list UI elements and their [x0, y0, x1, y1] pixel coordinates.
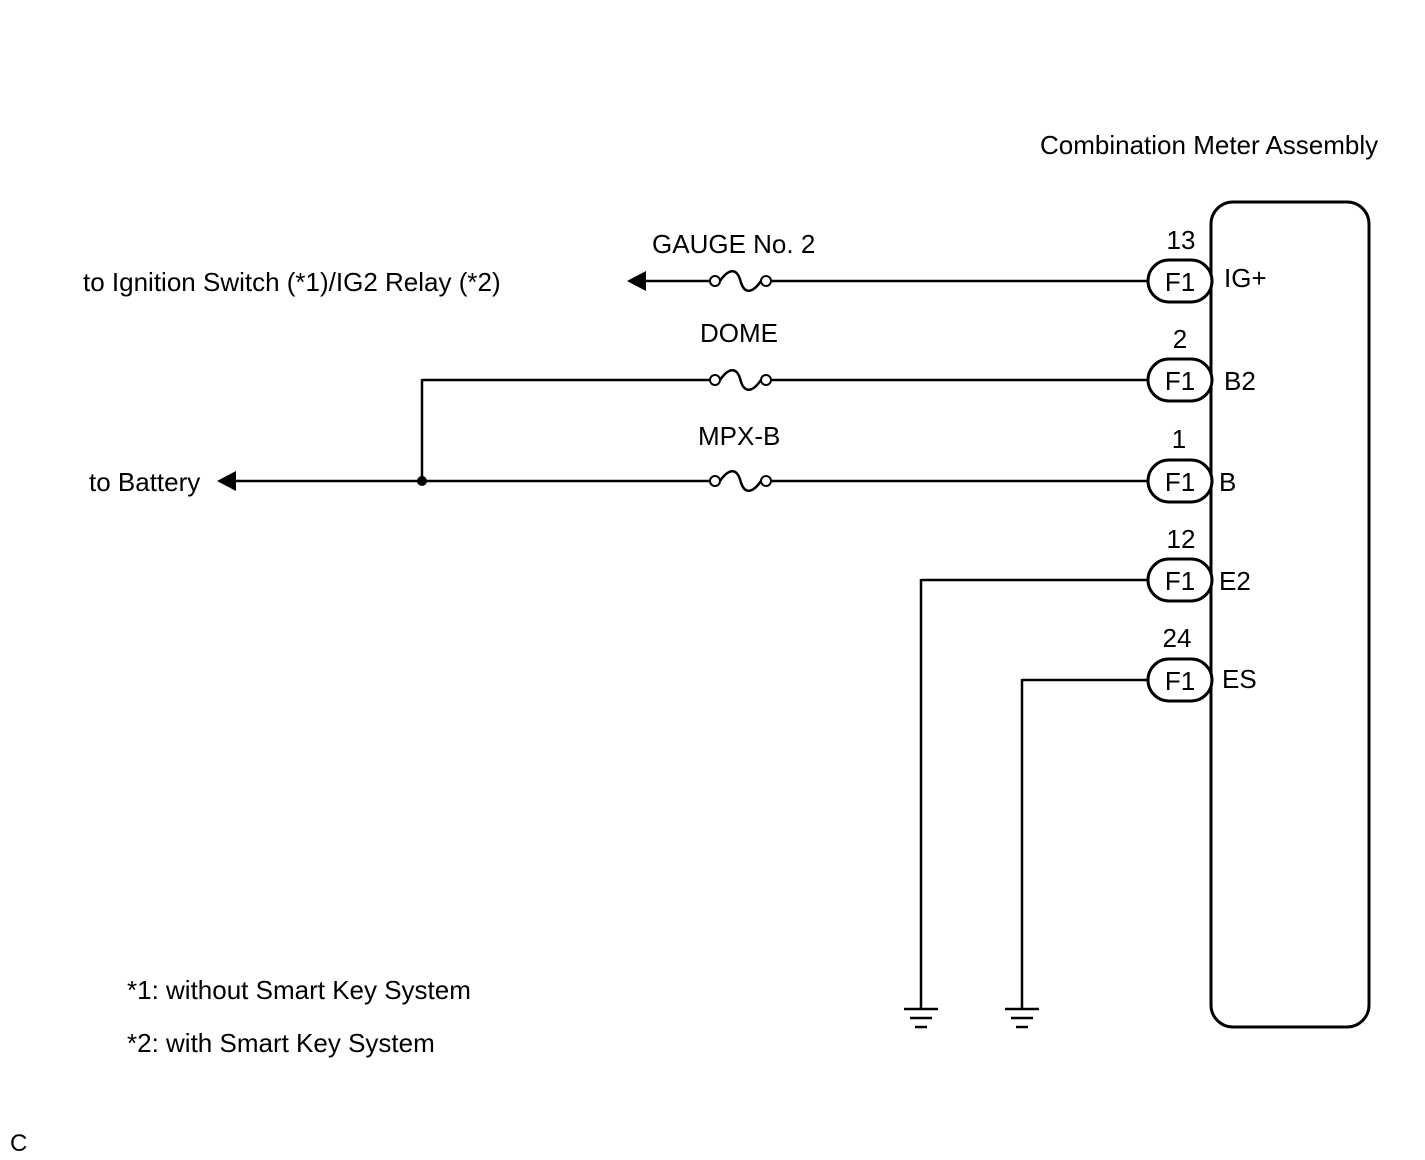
corner-label: C: [10, 1130, 27, 1157]
wire-e2: [919, 578, 1150, 1009]
component-title: Combination Meter Assembly: [1040, 130, 1378, 160]
connector-id: F1: [1165, 666, 1195, 696]
arrow-to-battery: [217, 471, 236, 491]
fuse-label-gauge-no2: GAUGE No. 2: [652, 229, 815, 259]
fuse-gauge-no2: [709, 270, 772, 292]
pin-name: IG+: [1224, 263, 1267, 293]
fuse-label-mpx-b: MPX-B: [698, 421, 780, 451]
connector-pin-es: F1: [1146, 657, 1214, 703]
connector-pin-ig-plus: F1: [1146, 258, 1214, 304]
footnote-2: *2: with Smart Key System: [127, 1028, 435, 1058]
wire-es: [1020, 678, 1150, 1009]
pin-number: 13: [1167, 225, 1196, 255]
fuse-label-dome: DOME: [700, 318, 778, 348]
junction-dot: [417, 476, 427, 486]
connector-id: F1: [1165, 267, 1195, 297]
pin-number: 24: [1163, 623, 1192, 653]
wire-ig-plus: [627, 271, 1150, 291]
connector-id: F1: [1165, 366, 1195, 396]
pin-number: 1: [1172, 424, 1186, 454]
connector-pin-b2: F1: [1146, 357, 1214, 403]
pin-number: 2: [1173, 324, 1187, 354]
arrow-to-ignition: [627, 271, 646, 291]
footnote-1: *1: without Smart Key System: [127, 975, 471, 1005]
pin-name: B2: [1224, 366, 1256, 396]
ground-symbol-e2: [904, 1007, 938, 1029]
fuse-mpx-b: [709, 470, 772, 492]
pin-name: B: [1219, 467, 1236, 497]
connector-id: F1: [1165, 566, 1195, 596]
connector-pin-b: F1: [1146, 458, 1214, 504]
combination-meter-box: [1209, 200, 1371, 1029]
connector-id: F1: [1165, 467, 1195, 497]
pin-name: E2: [1219, 566, 1251, 596]
pin-number: 12: [1167, 524, 1196, 554]
connector-pin-e2: F1: [1146, 557, 1214, 603]
pin-name: ES: [1222, 664, 1257, 694]
destination-battery-label: to Battery: [89, 467, 200, 497]
wire-b2: [420, 378, 1150, 481]
wire-b: [217, 471, 1150, 491]
destination-ignition-label: to Ignition Switch (*1)/IG2 Relay (*2): [83, 267, 501, 297]
ground-symbol-es: [1005, 1007, 1039, 1029]
fuse-dome: [709, 369, 772, 391]
